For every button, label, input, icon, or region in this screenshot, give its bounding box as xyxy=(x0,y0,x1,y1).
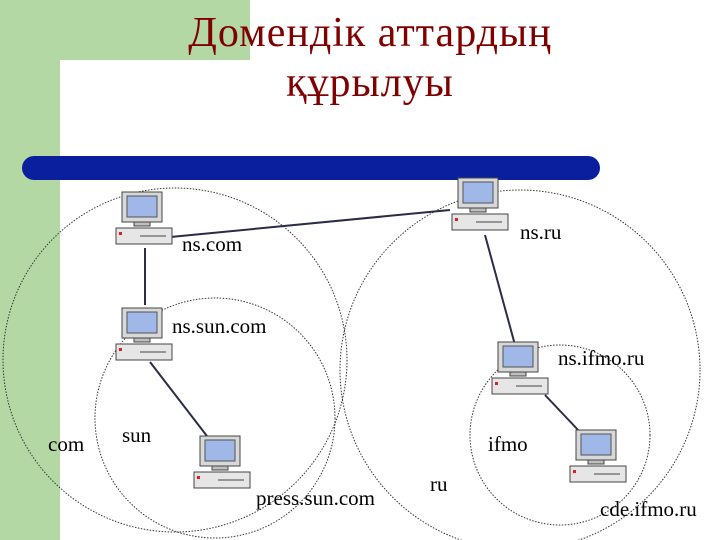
computer-icon xyxy=(451,177,509,231)
node-label-ns-sun-com: ns.sun.com xyxy=(172,314,267,338)
title-line-1: Домендік аттардың xyxy=(188,10,552,56)
background-strip-left xyxy=(0,0,60,540)
slide-title: Домендік аттардың құрылуы xyxy=(100,8,640,108)
title-line-2: құрылуы xyxy=(286,60,454,106)
computer-icon xyxy=(115,191,173,245)
zone-circle-sun xyxy=(94,297,336,539)
zone-circle-ru xyxy=(339,189,701,540)
computer-icon xyxy=(491,341,549,395)
zone-circle-com xyxy=(2,187,348,533)
computer-icon xyxy=(115,307,173,361)
zone-label-ru: ru xyxy=(430,472,448,496)
node-label-ns-ru: ns.ru xyxy=(520,220,562,244)
title-rule xyxy=(22,156,600,180)
node-label-cde-ifmo-ru: cde.ifmo.ru xyxy=(600,497,697,521)
link-nsru-nsifmo xyxy=(484,234,516,346)
zone-label-sun: sun xyxy=(122,423,152,447)
background-strip-top xyxy=(0,0,250,60)
node-label-ns-com: ns.com xyxy=(182,232,243,256)
node-label-press-sun-com: press.sun.com xyxy=(256,486,375,510)
node-label-ns-ifmo-ru: ns.ifmo.ru xyxy=(558,346,645,370)
link-nssun-press xyxy=(149,361,211,441)
computer-icon xyxy=(193,435,251,489)
zone-label-com: com xyxy=(48,432,85,456)
link-nscom-nsru xyxy=(159,209,451,239)
computer-icon xyxy=(569,429,627,483)
zone-circle-ifmo xyxy=(469,344,651,526)
link-nsifmo-cde xyxy=(544,394,581,433)
zone-label-ifmo: ifmo xyxy=(488,432,528,456)
